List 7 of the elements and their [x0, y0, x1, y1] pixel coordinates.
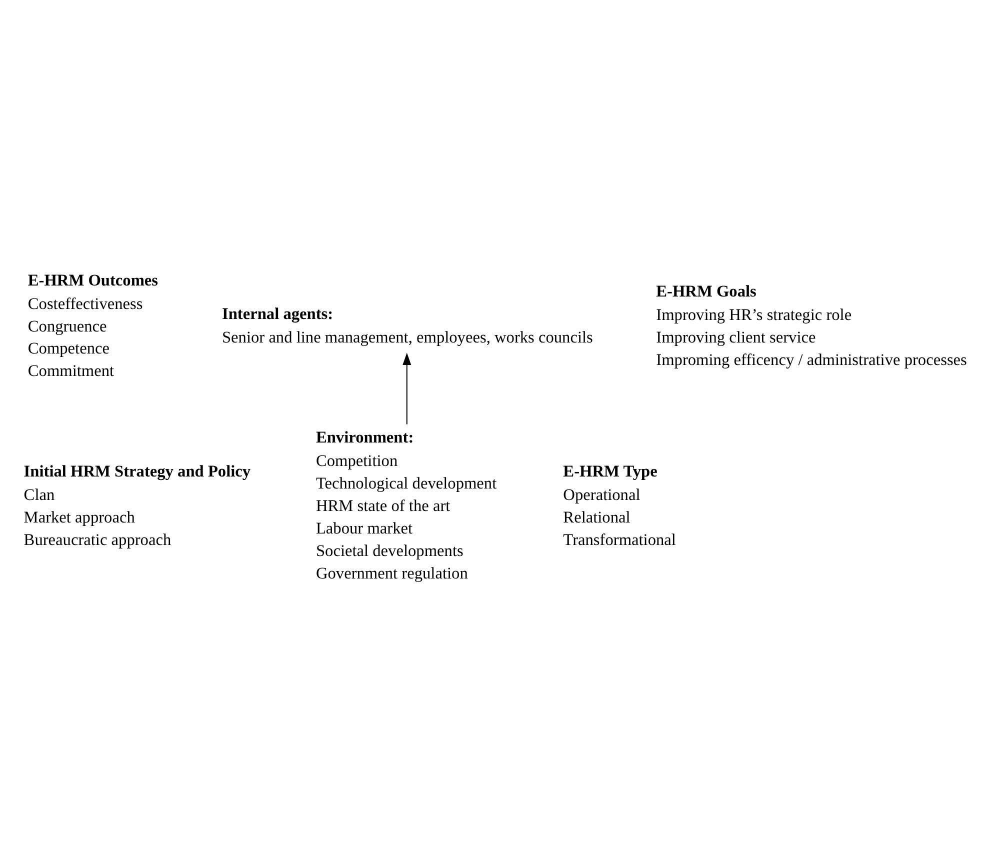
node-text: E-HRM Type Operational Relational Transformational [562, 460, 676, 548]
node-text: Initial HRM Strategy and Policy Clan Market approach Bureaucratic approach [23, 460, 250, 548]
node-text: Internal agents: Senior and line management, employees, works councils [221, 303, 592, 346]
node-text: Environment: Competition Technological development HRM state of the art Labour market Societal developments Government regulation [315, 427, 496, 582]
node-text: E-HRM Outcomes Costeffectiveness Congruence Competence Commitment [27, 270, 158, 380]
node-text: E-HRM Goals Improving HR’s strategic role Improving client service Improming efficency / administrative processes [656, 281, 966, 368]
arrow [402, 352, 411, 424]
